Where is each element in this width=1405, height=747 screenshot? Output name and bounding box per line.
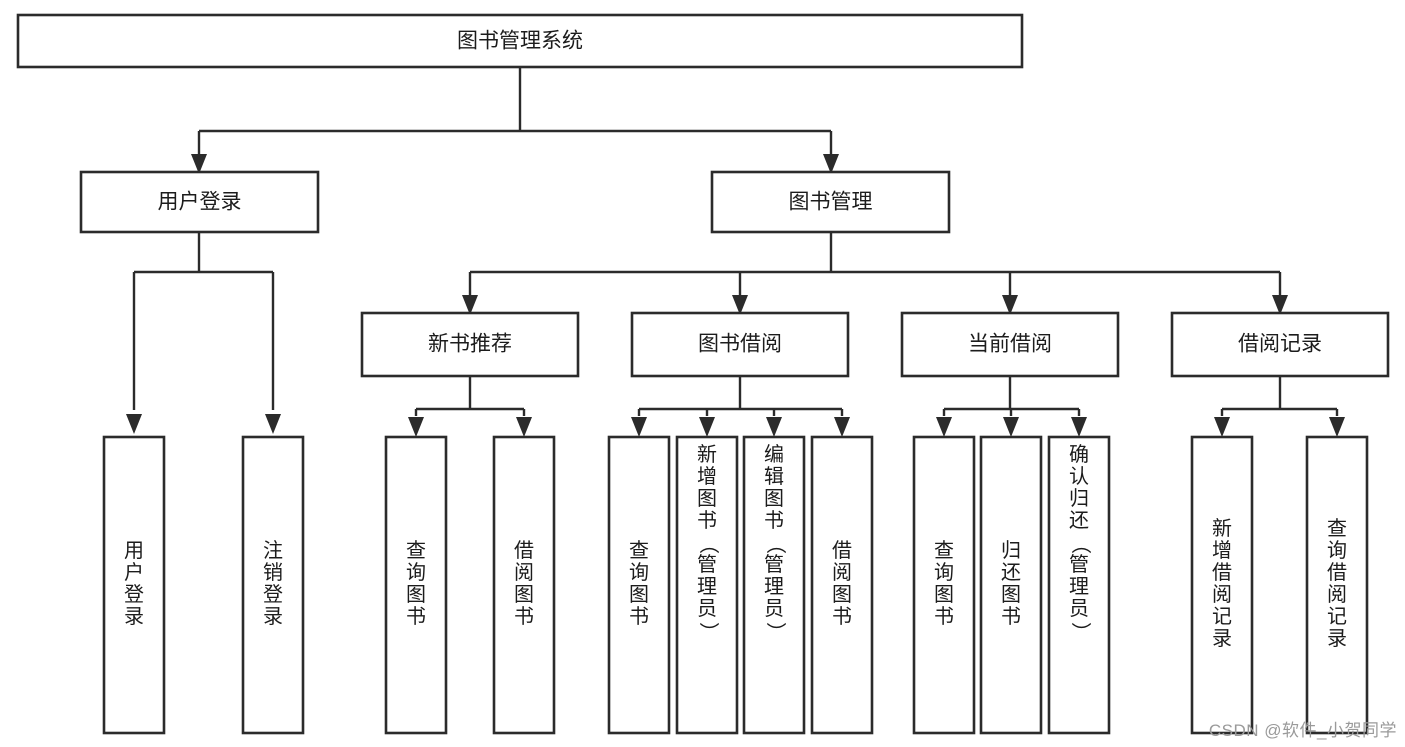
node-leaf-edit-book[interactable] (742, 435, 806, 735)
node-current-borrow-label: 当前借阅 (968, 333, 1052, 356)
node-user-login[interactable]: 用户登录 (79, 170, 320, 234)
node-leaf-query-book-1[interactable] (384, 435, 448, 735)
node-book-manage[interactable]: 图书管理 (710, 170, 951, 234)
node-leaf-confirm-return[interactable] (1047, 435, 1111, 735)
connector-new-book-recommend-to-leaves (408, 376, 532, 437)
connector-root-to-level2 (191, 67, 839, 174)
node-root-label: 图书管理系统 (457, 30, 583, 53)
node-book-manage-label: 图书管理 (789, 191, 873, 214)
node-leaf-logout[interactable] (241, 435, 305, 735)
node-user-login-label: 用户登录 (158, 191, 242, 214)
connector-book-borrow-to-leaves (631, 376, 850, 437)
connector-borrow-record-to-leaves (1214, 376, 1345, 437)
node-book-borrow-label: 图书借阅 (698, 333, 782, 356)
node-leaf-return-book[interactable] (979, 435, 1043, 735)
node-leaf-add-record[interactable] (1190, 435, 1254, 735)
node-leaf-borrow-book-2[interactable] (810, 435, 874, 735)
node-borrow-record-label: 借阅记录 (1238, 333, 1322, 356)
node-leaf-borrow-book-1[interactable] (492, 435, 556, 735)
node-root[interactable]: 图书管理系统 (16, 13, 1024, 69)
node-new-book-recommend[interactable]: 新书推荐 (360, 311, 580, 378)
node-leaf-query-book-3[interactable] (912, 435, 976, 735)
node-leaf-query-book-2[interactable] (607, 435, 671, 735)
connector-current-borrow-to-leaves (936, 376, 1087, 437)
node-borrow-record[interactable]: 借阅记录 (1170, 311, 1390, 378)
connector-book-manage-to-level3 (462, 232, 1288, 315)
node-current-borrow[interactable]: 当前借阅 (900, 311, 1120, 378)
node-leaf-add-book[interactable] (675, 435, 739, 735)
node-leaf-user-login[interactable] (102, 435, 166, 735)
node-leaf-query-record[interactable] (1305, 435, 1369, 735)
watermark: CSDN @软件_小贺同学 (1208, 721, 1397, 740)
node-new-book-recommend-label: 新书推荐 (428, 333, 512, 356)
connector-user-login-to-leaves (126, 232, 281, 434)
node-book-borrow[interactable]: 图书借阅 (630, 311, 850, 378)
